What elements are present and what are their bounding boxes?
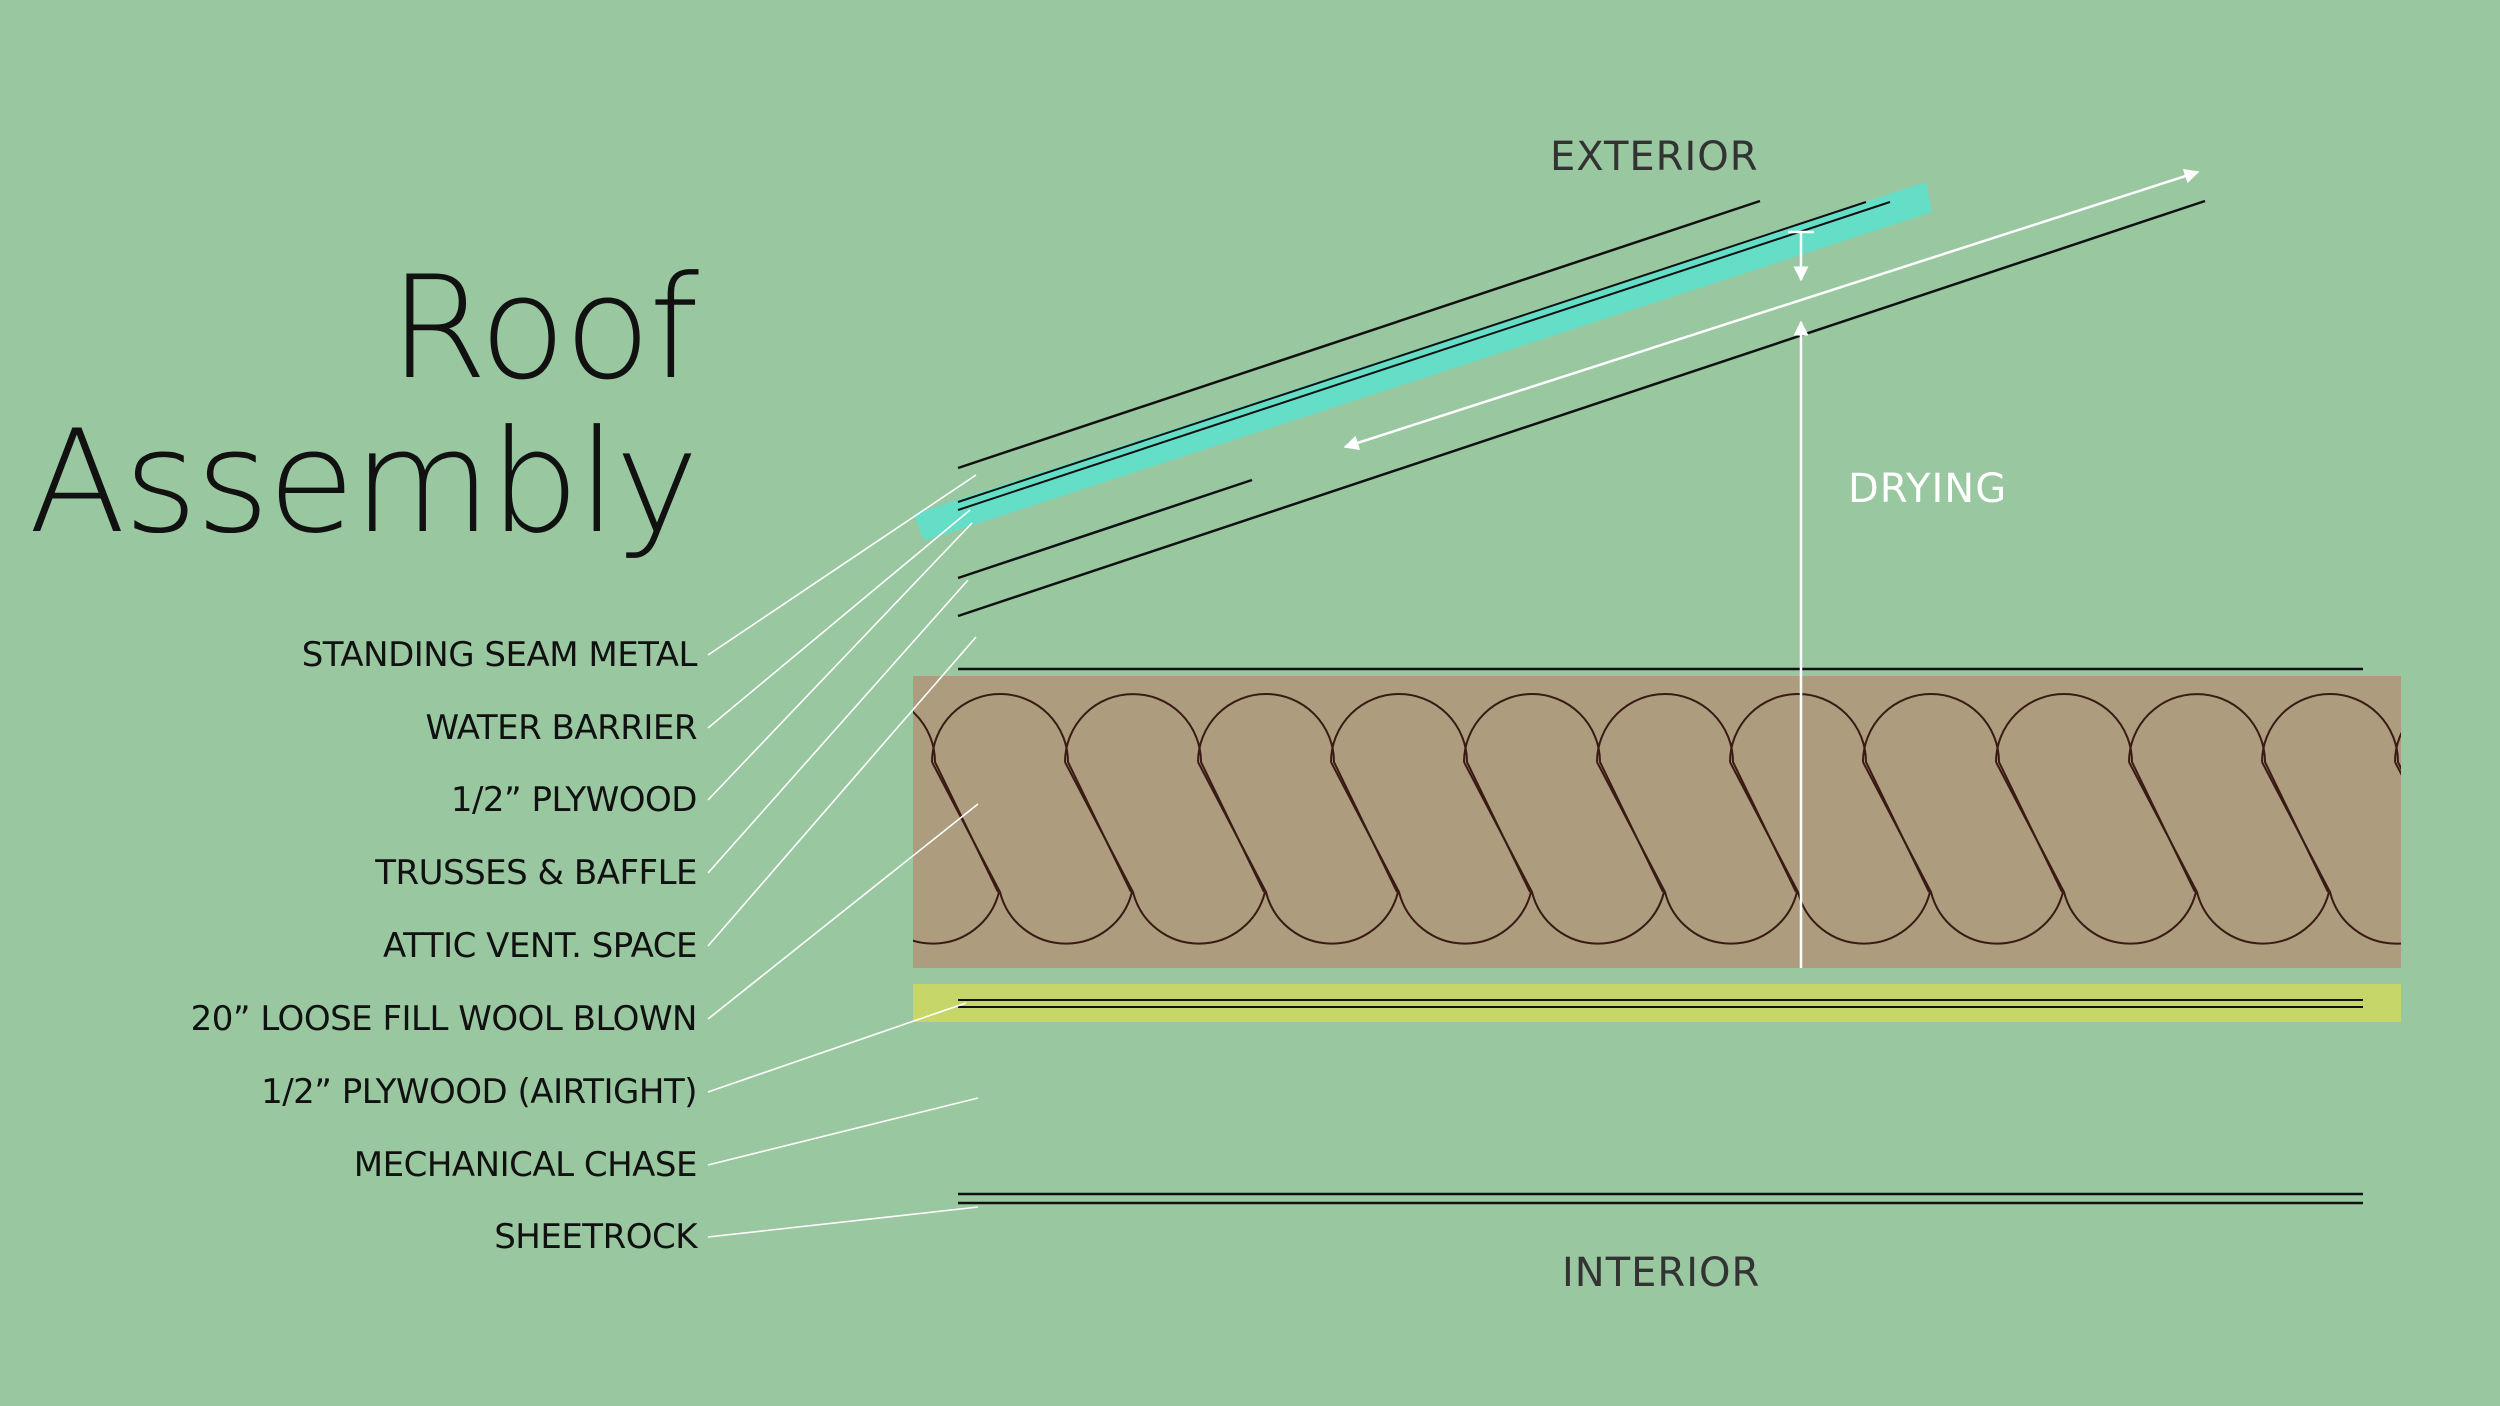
wool-loop-lower (1330, 761, 1532, 945)
wool-loop-upper (1463, 693, 1664, 893)
drying-label: DRYING (1848, 466, 2008, 512)
airtight-plywood-band (913, 984, 2401, 1022)
roof-metal-line (957, 199, 1761, 470)
leader-trusses-baffle (707, 579, 969, 874)
plywood-line (957, 478, 1253, 580)
label-sheetrock: SHEETROCK (494, 1217, 697, 1257)
wool-loop-lower (2128, 761, 2330, 945)
leader-loose-fill-wool (707, 803, 979, 1020)
label-trusses-baffle: TRUSSES & BAFFLE (375, 853, 697, 893)
leader-standing-seam-metal (707, 474, 977, 656)
wool-loop-lower (2394, 761, 2401, 776)
label-plywood: 1/2” PLYWOOD (450, 780, 698, 820)
wool-loop-upper (1995, 693, 2196, 893)
water-barrier-line-top (957, 201, 1867, 503)
wool-loop-upper (1197, 693, 1398, 893)
water-barrier-line-bottom (957, 201, 1891, 511)
wool-loop-lower (2261, 761, 2401, 945)
wool-loop-upper (931, 693, 1132, 893)
title-line-2: Assembly (28, 400, 699, 565)
label-plywood-airtight: 1/2” PLYWOOD (AIRTIGHT) (261, 1072, 697, 1112)
wool-loop-lower (1596, 761, 1798, 945)
wool-loop-lower (1463, 761, 1665, 945)
leader-plywood (707, 522, 973, 801)
wool-loop-upper (2261, 693, 2401, 771)
leader-water-barrier (707, 509, 971, 729)
water-barrier-band (914, 182, 1932, 541)
label-attic-vent-space: ATTIC VENT. SPACE (383, 926, 697, 966)
wool-loop-upper (1064, 693, 1265, 893)
wool-loop-lower (913, 891, 1000, 945)
ventilation-arrow (1343, 169, 2200, 450)
leader-sheetrock (707, 1206, 979, 1238)
wool-loop-upper (1596, 693, 1797, 893)
title-line-1: Roof (388, 246, 699, 411)
wool-loop-lower (1995, 761, 2197, 945)
wool-loop-lower (1862, 761, 2064, 945)
wool-loop-lower (931, 761, 1133, 945)
wool-loop-lower (1729, 761, 1931, 945)
truss-line (957, 199, 2206, 618)
wool-loop-upper (1862, 693, 2063, 893)
wool-loop-upper (913, 710, 999, 893)
label-water-barrier: WATER BARRIER (425, 708, 697, 748)
wool-loop-upper (2394, 731, 2401, 763)
wool-loop-lower (1197, 761, 1399, 945)
leader-lines (707, 474, 979, 1238)
leader-attic-vent-space (707, 636, 977, 947)
label-mechanical-chase: MECHANICAL CHASE (353, 1145, 698, 1185)
interior-label: INTERIOR (1562, 1250, 1761, 1296)
label-loose-fill-wool: 20” LOOSE FILL WOOL BLOWN (190, 999, 698, 1039)
wool-loop-upper (1330, 693, 1531, 893)
leader-plywood-airtight (707, 1002, 967, 1093)
insulation-batt (913, 676, 2401, 968)
label-standing-seam-metal: STANDING SEAM METAL (301, 635, 698, 675)
wool-loop-upper (2128, 693, 2329, 893)
wool-loop-lower (1064, 761, 1266, 945)
leader-mechanical-chase (707, 1097, 979, 1166)
